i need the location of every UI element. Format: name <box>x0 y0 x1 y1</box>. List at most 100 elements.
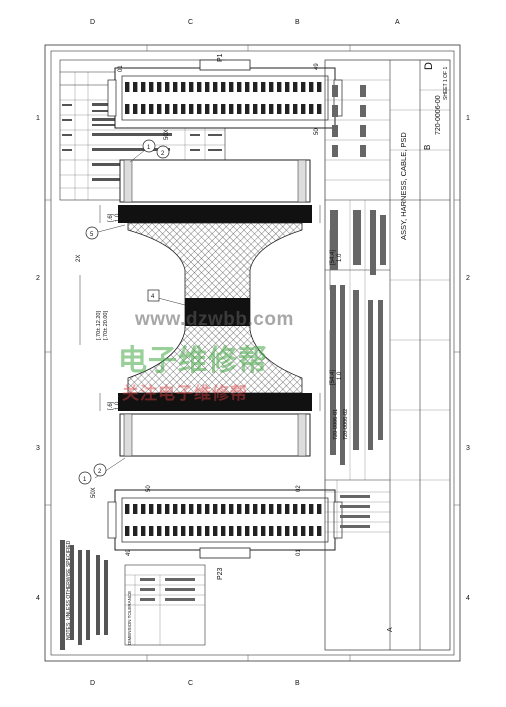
connector-pin <box>253 504 258 514</box>
connector-pin <box>269 104 274 114</box>
connector-pin <box>317 526 322 536</box>
p1-backshell <box>118 159 312 223</box>
balloon-5 <box>85 226 99 240</box>
connector-pin <box>125 504 130 514</box>
connector-pin <box>189 504 194 514</box>
connector-pin <box>245 104 250 114</box>
dim-1: [.6] <box>108 213 114 222</box>
dim-4: [54.4] <box>330 370 336 385</box>
connector-pin <box>309 504 314 514</box>
connector-pin <box>301 526 306 536</box>
balloon-2b <box>93 463 107 477</box>
connector-pin <box>205 504 210 514</box>
p23-ferrule <box>118 393 312 411</box>
dwg-number: 720-0006-00 <box>435 95 442 135</box>
connector-pin <box>309 526 314 536</box>
zone-3-left: 3 <box>36 445 40 452</box>
connector-pin <box>229 82 234 92</box>
connector-pin <box>245 504 250 514</box>
part-number-1: 720-0006-01 <box>333 409 339 440</box>
connector-pin <box>285 82 290 92</box>
sheet-number: SHEET 1 OF 1 <box>443 67 449 100</box>
connector-pin <box>157 526 162 536</box>
connector-pin <box>197 82 202 92</box>
connector-pin <box>133 504 138 514</box>
balloon-2a <box>156 145 170 159</box>
connector-pin <box>309 82 314 92</box>
connector-pin <box>141 82 146 92</box>
connector-pin <box>301 82 306 92</box>
connector-pin <box>181 104 186 114</box>
zone-ticks <box>45 45 460 661</box>
balloons <box>78 139 170 485</box>
part-number-2: 720-0006-02 <box>343 409 349 440</box>
connector-pin <box>293 104 298 114</box>
connector-pin <box>213 104 218 114</box>
connector-pin <box>221 504 226 514</box>
connector-pin <box>229 104 234 114</box>
connector-pin <box>197 504 202 514</box>
zone-1-left: 1 <box>36 115 40 122</box>
notes-header: NOTES: UNLESS OTHERWISE SPECIFIED <box>66 540 72 640</box>
revision: B <box>423 145 432 150</box>
p23-backshell <box>118 393 312 457</box>
dim-1b: 1.0 <box>115 213 121 222</box>
connector-pin <box>157 104 162 114</box>
connector-pin <box>133 526 138 536</box>
connector-pin <box>157 82 162 92</box>
connector-pin <box>189 82 194 92</box>
connector-pin <box>245 82 250 92</box>
connector-pin <box>277 504 282 514</box>
connector-pin <box>165 82 170 92</box>
balloon-2b-text: 2 <box>98 469 102 475</box>
balloon-1a <box>142 139 156 153</box>
dim-2b: 1.0 <box>337 253 343 262</box>
balloon-3 <box>147 289 160 302</box>
zone-b-bottom: B <box>295 680 300 687</box>
p1-ferrule <box>118 205 312 223</box>
zone-b-top: B <box>295 19 300 26</box>
connector-pin <box>173 526 178 536</box>
connector-pin <box>261 504 266 514</box>
connector-pin <box>205 104 210 114</box>
connector-pin <box>269 504 274 514</box>
connector-pin <box>237 82 242 92</box>
connector-pin <box>237 526 242 536</box>
connector-pin <box>221 526 226 536</box>
connector-pin <box>285 104 290 114</box>
zone-4-left: 4 <box>36 595 40 602</box>
zone-c-top: C <box>188 19 193 26</box>
balloon-1b <box>78 471 92 485</box>
connector-pin <box>181 82 186 92</box>
connector-pin <box>237 504 242 514</box>
inner-border <box>50 50 455 656</box>
notes-block <box>60 540 108 650</box>
connector-pin <box>269 82 274 92</box>
connector-pin <box>213 504 218 514</box>
connector-pin <box>261 82 266 92</box>
p1-pin-01: 01 <box>118 65 124 72</box>
connector-pin <box>165 526 170 536</box>
connector-pin <box>253 526 258 536</box>
dim-5: [.70±.12.20] <box>96 311 102 340</box>
p1-count: 50X <box>164 129 170 140</box>
connector-pin <box>157 504 162 514</box>
dim-3b: 1.0 <box>115 401 121 410</box>
connector-pin <box>261 104 266 114</box>
p23-pin-50: 50 <box>146 485 152 492</box>
p23-pin-01: 01 <box>296 549 302 556</box>
connector-pin <box>229 504 234 514</box>
balloon-5-text: 5 <box>90 232 94 238</box>
connector-pin <box>285 526 290 536</box>
connector-pin <box>277 104 282 114</box>
connector-pin <box>317 82 322 92</box>
sheet-size: D <box>423 62 435 70</box>
connector-pin <box>293 82 298 92</box>
connector-pin <box>197 104 202 114</box>
connector-pin <box>141 104 146 114</box>
connector-p23 <box>107 489 343 559</box>
zone-c-bottom: C <box>188 680 193 687</box>
connector-pin <box>285 504 290 514</box>
p23-pin-02: 02 <box>296 485 302 492</box>
